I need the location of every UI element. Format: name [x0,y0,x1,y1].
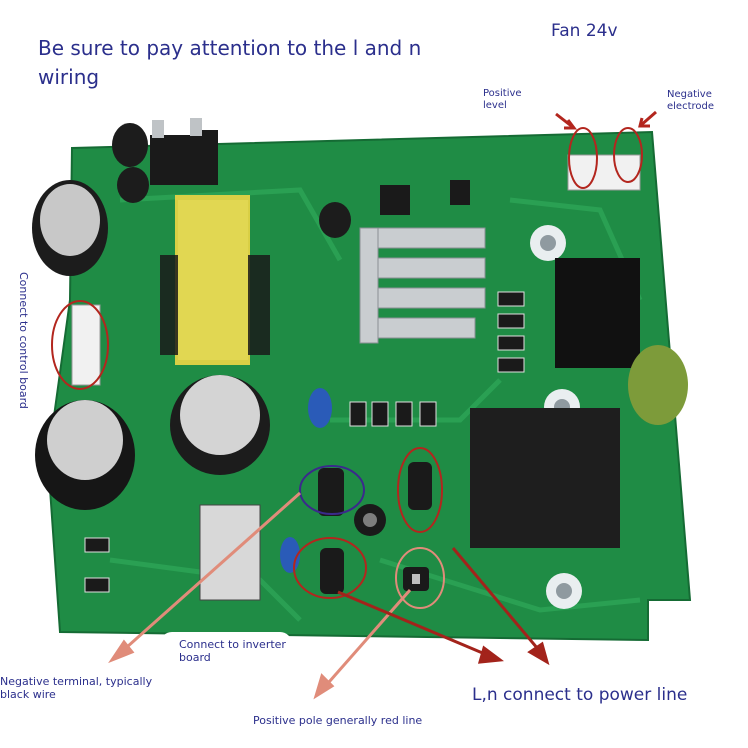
n-terminal-circle [293,537,367,599]
ln-power-label: L,n connect to power line [472,685,688,705]
negative-terminal-label-bubble [0,670,188,706]
control-connector-circle [51,300,109,390]
connect-inverter-label: Connect to inverter board [179,638,286,664]
fan-arrows [555,110,657,130]
inverter-arrows [108,491,412,700]
choke [199,504,261,601]
transistors [150,118,470,215]
negative-pin-circle [613,127,643,183]
transformer [160,195,270,365]
connect-control-label: Connect to control board [17,272,30,409]
varistor [628,345,688,425]
fan-connector [567,154,641,191]
inverter-label-bubble [160,632,292,670]
negative-electrode-label: Negative electrode [667,89,715,112]
negative-terminal-label: Negative terminal, typically black wire [0,675,153,701]
fan-label: Fan 24v [551,21,618,41]
positive-pin-circle [568,127,598,189]
capacitors [32,123,351,510]
terminals [318,462,432,594]
negative-terminal-circle [299,465,365,515]
positive-pole-label: Positive pole generally red line [253,714,423,727]
blue-capacitor [308,388,332,428]
l-terminal-circle [397,447,443,533]
positive-level-label: Positive level [483,88,522,111]
heatsink [359,227,486,344]
control-connector [71,304,101,386]
relays [470,258,640,548]
wiring-note-heading: Be sure to pay attention to the l and n … [38,36,422,89]
positive-terminal-circle [395,547,445,609]
smd-resistors [84,291,525,593]
power-line-arrows [337,547,550,666]
